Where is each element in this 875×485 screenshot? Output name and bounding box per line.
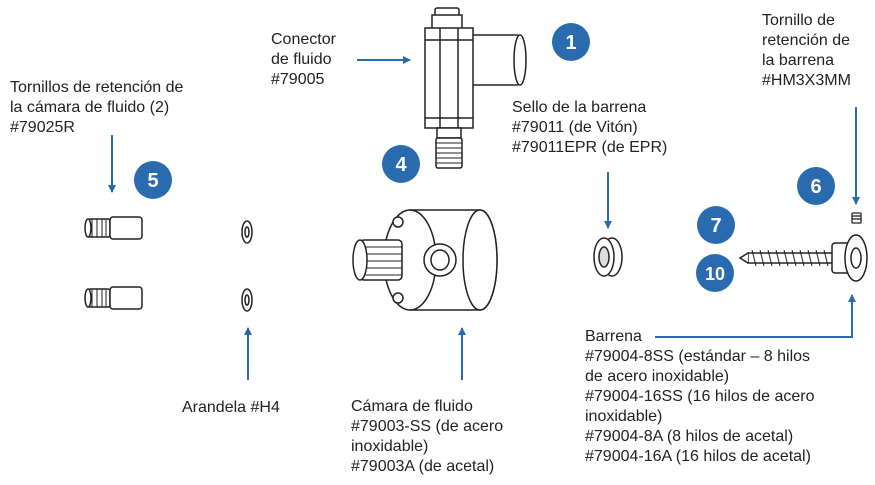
label-tornillos-camara: Tornillos de retención de la cámara de f… xyxy=(10,78,183,138)
label-conector-line2: de fluido xyxy=(271,51,332,68)
svg-text:5: 5 xyxy=(147,170,158,192)
label-camara: Cámara de fluido #79003-SS (de acero ino… xyxy=(351,397,503,477)
badge-5: 5 xyxy=(134,161,172,199)
washer-1 xyxy=(241,220,253,244)
label-tornillo-barrena-line4: #HM3X3MM xyxy=(762,72,851,89)
svg-text:6: 6 xyxy=(810,176,821,198)
label-arandela-line1: Arandela #H4 xyxy=(182,399,280,416)
badge-4: 4 xyxy=(382,145,420,183)
label-barrena-line6: #79004-8A (8 hilos de acetal) xyxy=(585,428,794,445)
svg-text:10: 10 xyxy=(705,264,725,284)
washer-2 xyxy=(241,288,253,312)
label-barrena-line5: inoxidable) xyxy=(585,408,663,425)
label-camara-line4: #79003A (de acetal) xyxy=(351,458,495,475)
label-tornillo-barrena-line2: retención de xyxy=(762,32,851,49)
label-barrena-line1: Barrena xyxy=(585,328,642,345)
label-sello-line2: #79011 (de Vitón) xyxy=(512,119,638,136)
auger-seal-part xyxy=(593,237,623,277)
label-camara-line2: #79003-SS (de acero xyxy=(351,418,504,435)
label-sello-line1: Sello de la barrena xyxy=(512,99,647,116)
label-conector-line1: Conector xyxy=(271,31,336,48)
auger-part xyxy=(738,234,868,282)
label-sello-line3: #79011EPR (de EPR) xyxy=(512,139,668,156)
label-tornillos-camara-line2: la cámara de fluido (2) xyxy=(10,99,170,116)
label-conector: Conector de fluido #79005 xyxy=(271,30,336,90)
badge-6: 6 xyxy=(797,167,835,205)
label-tornillos-camara-line3: #79025R xyxy=(10,119,75,136)
label-tornillo-barrena-line1: Tornillo de xyxy=(762,12,835,29)
label-conector-line3: #79005 xyxy=(271,71,325,88)
badge-7: 7 xyxy=(697,206,735,244)
label-tornillos-camara-line1: Tornillos de retención de xyxy=(10,79,184,96)
label-barrena-line3: de acero inoxidable) xyxy=(585,368,730,385)
label-arandela: Arandela #H4 xyxy=(182,398,280,418)
label-tornillo-barrena-line3: la barrena xyxy=(762,52,835,69)
badge-1: 1 xyxy=(552,23,590,61)
label-camara-line1: Cámara de fluido xyxy=(351,398,473,415)
label-barrena-line2: #79004-8SS (estándar – 8 hilos xyxy=(585,348,811,365)
label-sello: Sello de la barrena #79011 (de Vitón) #7… xyxy=(512,98,667,158)
label-tornillo-barrena: Tornillo de retención de la barrena #HM3… xyxy=(762,11,851,91)
svg-text:4: 4 xyxy=(395,154,407,176)
auger-screw-part xyxy=(851,212,862,224)
label-camara-line3: inoxidable) xyxy=(351,438,429,455)
svg-text:7: 7 xyxy=(710,215,721,237)
svg-text:1: 1 xyxy=(565,32,576,54)
label-barrena-line4: #79004-16SS (16 hilos de acero xyxy=(585,388,815,405)
arrow-barrena xyxy=(655,294,856,338)
badge-10: 10 xyxy=(696,254,734,292)
chamber-screw-1 xyxy=(84,216,143,240)
fluid-connector-part xyxy=(424,7,527,169)
fluid-chamber-part xyxy=(352,209,498,311)
label-barrena: Barrena #79004-8SS (estándar – 8 hilos d… xyxy=(585,327,815,467)
chamber-screw-2 xyxy=(84,286,143,310)
label-barrena-line7: #79004-16A (16 hilos de acetal) xyxy=(585,448,811,465)
